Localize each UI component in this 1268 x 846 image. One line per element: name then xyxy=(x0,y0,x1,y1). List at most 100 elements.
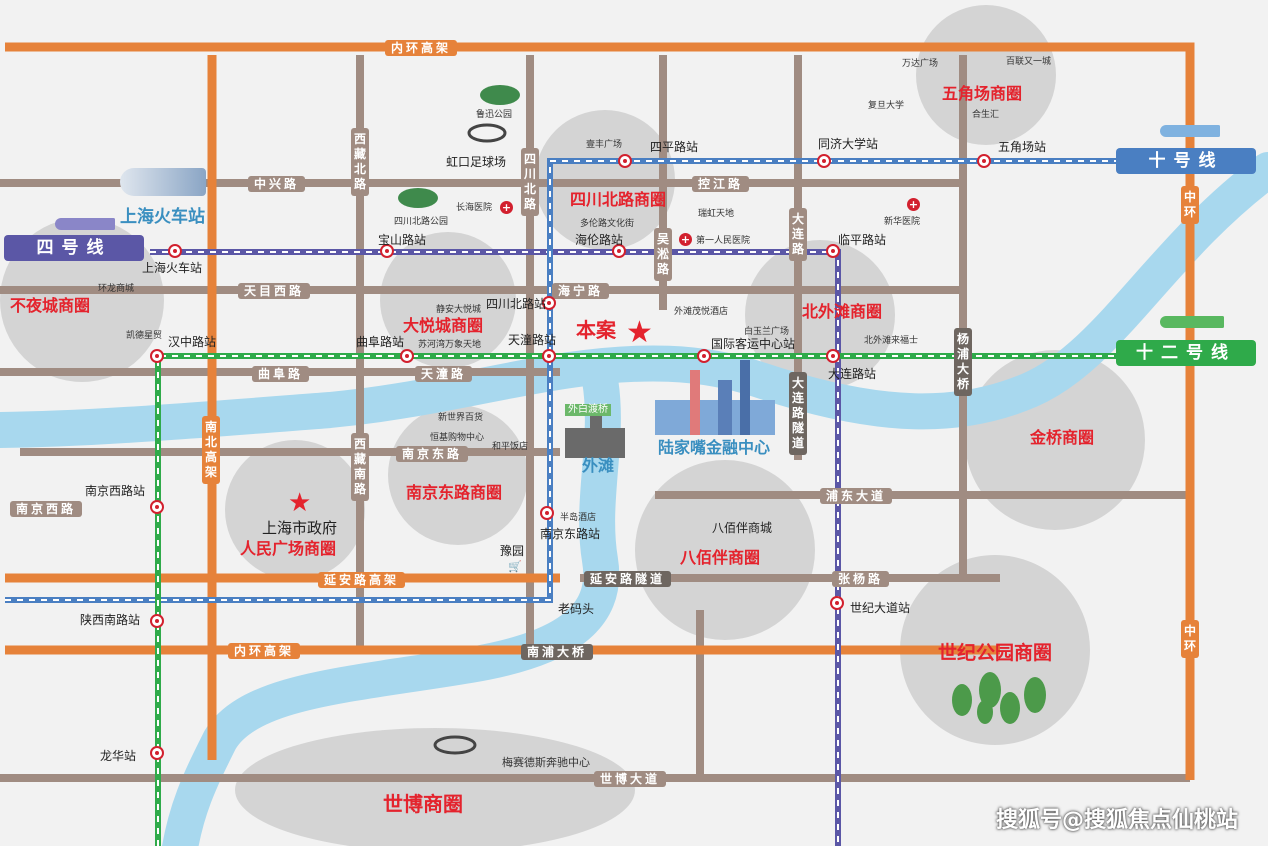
train-icon xyxy=(120,168,206,196)
station-nanjing-west: 南京西路站 xyxy=(85,484,146,498)
road-label-xizang-north: 西藏北路 xyxy=(351,128,369,196)
station-icon-nanjing-east xyxy=(540,506,554,520)
train-icon xyxy=(1160,316,1224,328)
watermark: 搜狐号@搜狐焦点仙桃站 xyxy=(995,808,1238,833)
station-icon-shanghai-rail xyxy=(168,244,182,258)
place-hengji: 恒基购物中心 xyxy=(430,433,485,443)
place-mercedes: 梅赛德斯奔驰中心 xyxy=(502,756,590,769)
road-label-wusong: 吴淞路 xyxy=(654,228,672,281)
road-label-shibo-ave: 世博大道 xyxy=(594,771,667,787)
road-label-zhangyang: 张杨路 xyxy=(832,571,890,587)
place-city-gov: 上海市政府 xyxy=(262,519,338,537)
station-icon-longhua xyxy=(150,746,164,760)
road-label-tiantong: 天潼路 xyxy=(415,366,473,382)
city-gov-star-icon: ★ xyxy=(288,488,312,518)
place-shanghai-train-station: 上海火车站 xyxy=(120,207,205,227)
road-label-xizang-south: 西藏南路 xyxy=(351,433,369,501)
place-heping: 和平饭店 xyxy=(492,442,529,452)
tree-icons xyxy=(952,672,1046,724)
bund-buildings-icon xyxy=(565,412,625,458)
station-sipinglu: 四平路站 xyxy=(650,140,699,154)
area-wujiaochang xyxy=(916,5,1056,145)
metro-tag-line12: 十二号线 xyxy=(1116,340,1256,366)
circle-nanjing-east: 南京东路商圈 xyxy=(406,483,503,502)
lujiazui-skyline-icon xyxy=(655,360,775,435)
place-huanlong: 环龙商城 xyxy=(98,284,135,294)
metro-line-12-dash xyxy=(157,355,1120,846)
station-icon-hailunlu xyxy=(612,244,626,258)
road-label-north-south-elevated: 南北高架 xyxy=(202,416,220,484)
place-sichuan-north-park: 四川北路公园 xyxy=(394,217,449,227)
road-label-nanpu-bridge: 南浦大桥 xyxy=(521,644,594,660)
circle-peoples-square: 人民广场商圈 xyxy=(240,539,337,558)
station-icon-century-ave xyxy=(830,596,844,610)
station-tongji: 同济大学站 xyxy=(818,137,879,151)
place-luxun-park: 鲁迅公园 xyxy=(476,110,513,120)
area-north-bund xyxy=(745,240,895,390)
station-icon-nanjing-west xyxy=(150,500,164,514)
road-label-nanjing-west: 南京西路 xyxy=(10,501,83,517)
station-icon-intl-cruise xyxy=(697,349,711,363)
shopping-cart-icon: 🛒 xyxy=(508,560,522,573)
station-icon-hanzhonglu xyxy=(150,349,164,363)
place-project: 本案 xyxy=(576,318,616,342)
area-peoples-square xyxy=(225,440,365,580)
road-label-dalian-tunnel: 大连路隧道 xyxy=(789,372,807,455)
station-baoshanlu: 宝山路站 xyxy=(378,233,427,247)
area-dayuecheng xyxy=(380,232,516,368)
station-intl-cruise: 国际客运中心站 xyxy=(711,337,796,351)
place-duolun: 多伦路文化街 xyxy=(580,219,635,229)
station-icon-baoshanlu xyxy=(380,244,394,258)
road-label-middle-ring-2: 中环 xyxy=(1181,620,1199,658)
metro-tag-line10: 十号线 xyxy=(1116,148,1256,174)
circle-babaiban: 八佰伴商圈 xyxy=(680,548,761,567)
station-wujiaochang: 五角场站 xyxy=(998,140,1047,154)
road-label-qufu: 曲阜路 xyxy=(252,366,310,382)
place-fudan: 复旦大学 xyxy=(868,101,905,111)
station-linpinglu: 临平路站 xyxy=(838,233,887,247)
circle-century-park: 世纪公园商圈 xyxy=(938,642,1053,664)
station-nanjing-east: 南京东路站 xyxy=(540,527,601,541)
place-leifeng: 壹丰广场 xyxy=(586,140,623,150)
area-babaiban xyxy=(635,460,815,640)
station-sichuan-north: 四川北路站 xyxy=(486,297,547,311)
circle-buyecheng: 不夜城商圈 xyxy=(10,296,91,315)
place-waibaidu-bridge: 外白渡桥 xyxy=(565,404,611,416)
place-xinhua-hospital: 新华医院 xyxy=(884,217,921,227)
train-icon xyxy=(55,218,115,230)
circle-lujiazui: 陆家嘴金融中心 xyxy=(658,438,771,457)
station-shanghai-rail: 上海火车站 xyxy=(142,261,203,275)
road-label-zhongxing: 中兴路 xyxy=(248,176,306,192)
road-label-sichuan-north: 四川北路 xyxy=(521,148,539,216)
station-icon-wujiaochang xyxy=(977,154,991,168)
project-star-icon: ★ xyxy=(626,315,653,350)
station-icon-sipinglu xyxy=(618,154,632,168)
station-dalianlu: 大连路站 xyxy=(828,367,877,381)
station-shaanxi-south: 陕西南路站 xyxy=(80,613,141,627)
hospital-icon: + xyxy=(907,198,920,211)
road-label-yangpu-bridge: 杨浦大桥 xyxy=(954,328,972,396)
area-expo xyxy=(235,728,635,846)
place-bund: 外滩 xyxy=(582,456,615,475)
station-hanzhonglu: 汉中路站 xyxy=(168,335,217,349)
metro-tag-line4: 四号线 xyxy=(4,235,144,261)
station-icon-tongji xyxy=(817,154,831,168)
place-hongkou-stadium: 虹口足球场 xyxy=(446,155,507,169)
circle-wujiaochang: 五角场商圈 xyxy=(942,84,1023,103)
area-nanjing-east xyxy=(388,405,528,545)
road-label-pudong-ave: 浦东大道 xyxy=(820,488,893,504)
station-tiantonglu: 天潼路站 xyxy=(508,333,557,347)
place-jingan-joy: 静安大悦城 xyxy=(436,305,482,315)
place-wanda: 万达广场 xyxy=(902,59,939,69)
road-label-middle-ring-1: 中环 xyxy=(1181,186,1199,224)
station-icon-sichuan-north xyxy=(542,296,556,310)
road-label-kongjiang: 控江路 xyxy=(692,176,750,192)
road-label-tianmu: 天目西路 xyxy=(238,283,311,299)
circle-jinqiao: 金桥商圈 xyxy=(1030,428,1095,447)
station-qufulu: 曲阜路站 xyxy=(356,335,405,349)
place-first-hospital: 第一人民医院 xyxy=(696,236,751,246)
road-label-yanan-elevated: 延安路高架 xyxy=(318,572,406,588)
road-label-nanjing-east: 南京东路 xyxy=(396,446,469,462)
